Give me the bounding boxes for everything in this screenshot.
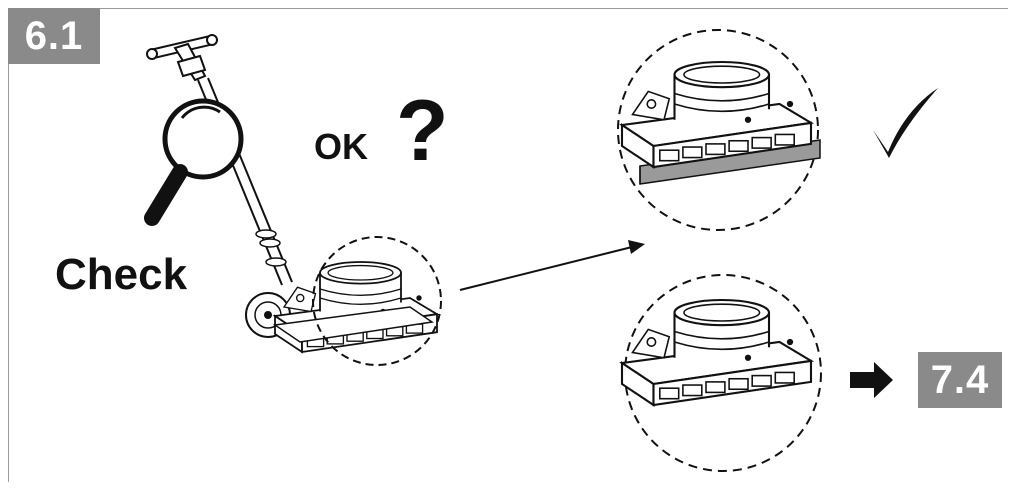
question-mark: ? xyxy=(396,83,449,179)
diagram-frame xyxy=(8,8,1008,482)
check-label: Check xyxy=(55,250,188,299)
magnifier-icon xyxy=(144,98,244,226)
next-step-badge: 7.4 xyxy=(918,352,1002,408)
detail-circle-small xyxy=(312,236,442,366)
checkmark-icon xyxy=(873,88,938,158)
arrow-to-ok xyxy=(459,240,645,291)
detail-ok-machine xyxy=(620,60,821,185)
step-badge: 6.1 xyxy=(8,8,100,64)
arrow-right-icon xyxy=(850,362,893,398)
ok-label: OK xyxy=(314,126,368,167)
floor-machine xyxy=(146,34,438,353)
